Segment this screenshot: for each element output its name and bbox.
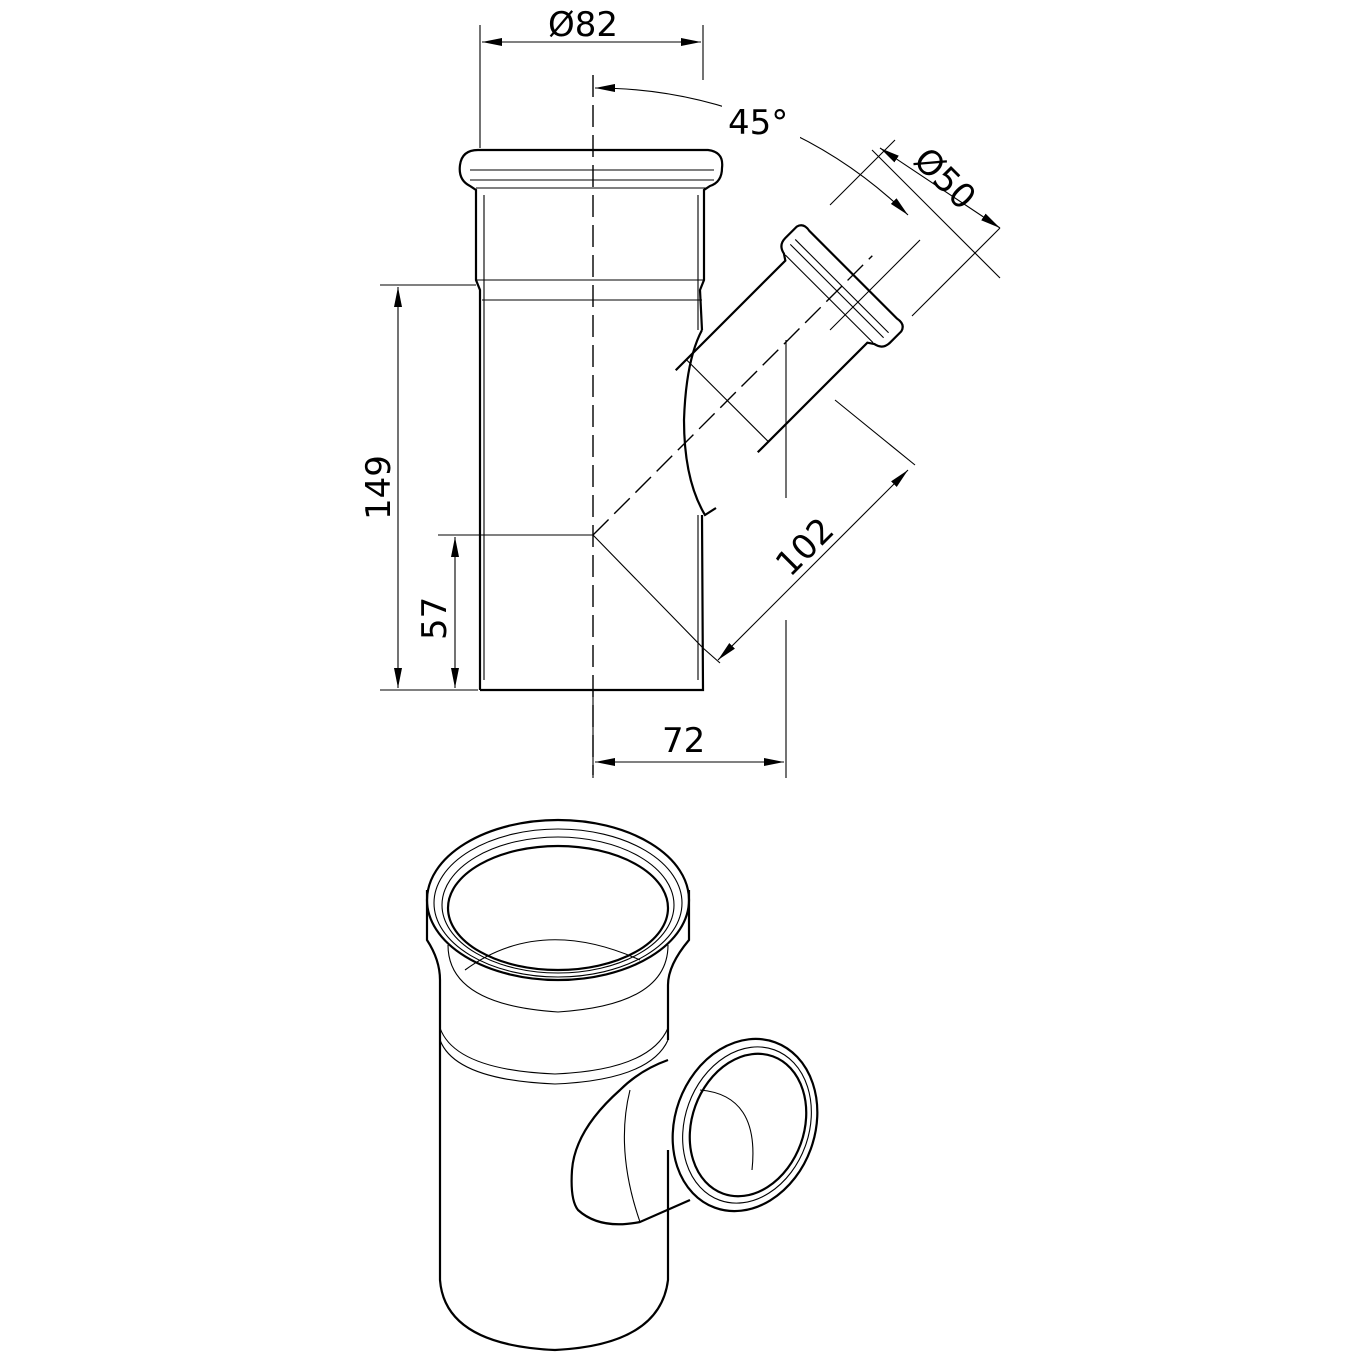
main-pipe-elevation <box>458 75 724 775</box>
dim-branch-offset: 72 <box>592 340 787 778</box>
isometric-view <box>425 818 819 1352</box>
label-branch-angle: 45° <box>728 103 788 143</box>
dim-branch-height: 57 <box>415 534 593 688</box>
dim-branch-length: 102 <box>702 399 916 664</box>
label-branch-length: 102 <box>768 510 842 584</box>
branch-pipe-elevation <box>592 224 904 536</box>
dim-branch-angle: 45° <box>594 83 909 216</box>
label-overall-height: 149 <box>359 455 399 520</box>
dim-overall-height: 149 <box>359 284 478 691</box>
dim-main-diameter: Ø82 <box>479 5 704 148</box>
branch-intersection <box>682 329 717 517</box>
label-branch-height: 57 <box>415 597 455 640</box>
label-main-diameter: Ø82 <box>548 5 618 45</box>
label-branch-diameter: Ø50 <box>906 140 984 218</box>
dim-branch-diameter: Ø50 <box>829 139 1001 331</box>
label-branch-offset: 72 <box>662 721 705 761</box>
